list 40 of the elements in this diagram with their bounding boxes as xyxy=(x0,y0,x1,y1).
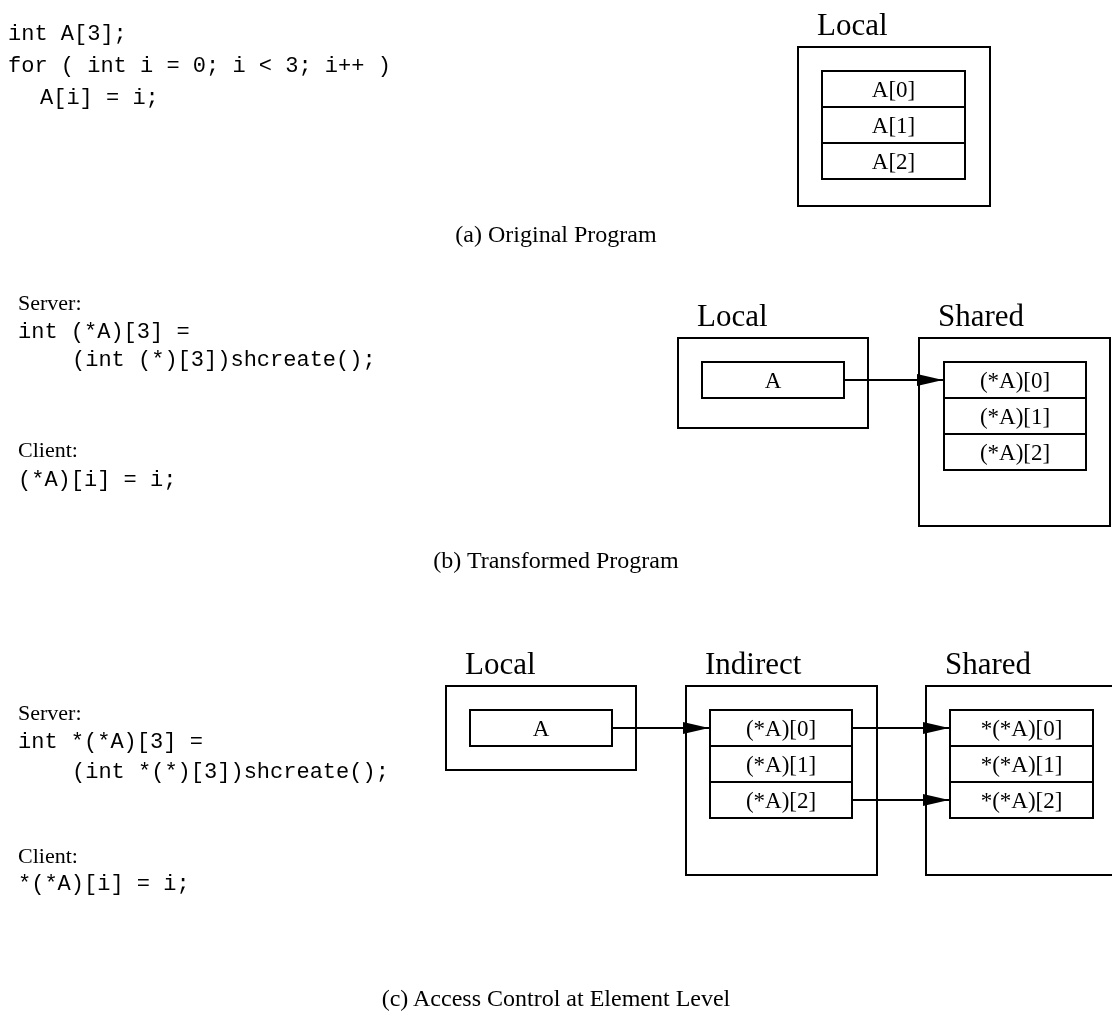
array-cell: (*A)[1] xyxy=(943,397,1087,435)
region-heading: Local xyxy=(817,6,888,44)
code-comment: Client: xyxy=(18,843,78,870)
region-heading: Local xyxy=(465,645,536,683)
code-line: *(*A)[i] = i; xyxy=(18,872,190,899)
array-cell: A xyxy=(469,709,613,747)
code-line: (int (*)[3])shcreate(); xyxy=(72,348,376,375)
arrow xyxy=(612,722,710,734)
region-heading: Shared xyxy=(945,645,1032,683)
figure-caption: (c) Access Control at Element Level xyxy=(381,984,731,1013)
array-cell: A[0] xyxy=(821,70,966,108)
region-heading: Indirect xyxy=(705,645,802,683)
figure-caption: (b) Transformed Program xyxy=(433,546,679,575)
code-line: A[i] = i; xyxy=(40,86,159,113)
array-cell: (*A)[0] xyxy=(943,361,1087,399)
code-line: int (*A)[3] = xyxy=(18,320,190,347)
array-cell: *(*A)[0] xyxy=(949,709,1094,747)
array-cell: (*A)[2] xyxy=(709,781,853,819)
code-line: (int *(*)[3])shcreate(); xyxy=(72,760,389,787)
code-line: (*A)[i] = i; xyxy=(18,468,177,495)
array-cell: *(*A)[1] xyxy=(949,745,1094,783)
array-cell: A xyxy=(701,361,845,399)
arrow xyxy=(852,794,950,806)
arrow xyxy=(852,722,950,734)
region-heading: Local xyxy=(697,297,768,335)
array-cell: (*A)[1] xyxy=(709,745,853,783)
code-comment: Server: xyxy=(18,290,82,317)
arrow xyxy=(844,374,944,386)
code-line: int A[3]; xyxy=(8,22,127,49)
code-line: for ( int i = 0; i < 3; i++ ) xyxy=(8,54,391,81)
array-cell: *(*A)[2] xyxy=(949,781,1094,819)
array-cell: (*A)[0] xyxy=(709,709,853,747)
array-cell: A[2] xyxy=(821,142,966,180)
figure-caption: (a) Original Program xyxy=(455,220,657,249)
code-comment: Server: xyxy=(18,700,82,727)
array-cell: A[1] xyxy=(821,106,966,144)
code-comment: Client: xyxy=(18,437,78,464)
array-cell: (*A)[2] xyxy=(943,433,1087,471)
code-line: int *(*A)[3] = xyxy=(18,730,203,757)
region-heading: Shared xyxy=(938,297,1025,335)
